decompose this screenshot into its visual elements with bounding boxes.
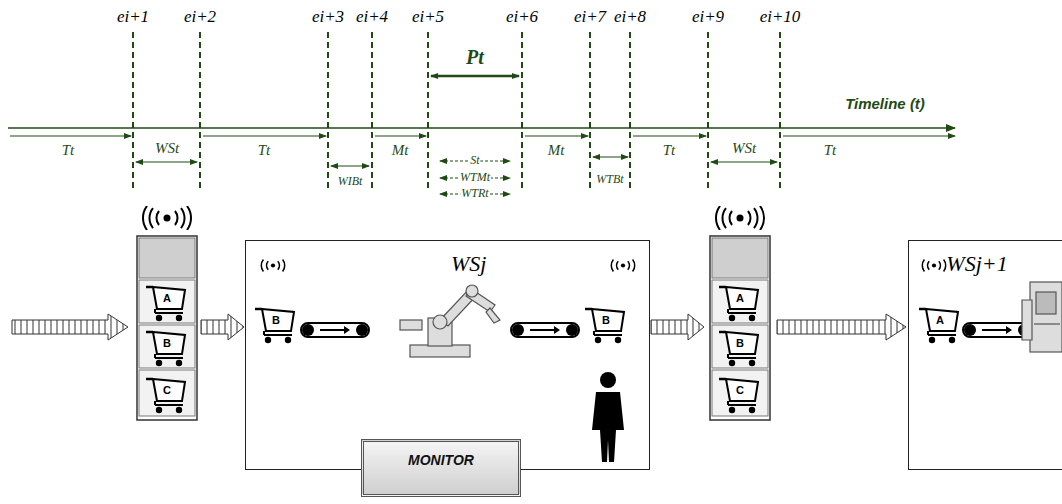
event-label: ei+7 [574,8,606,27]
time-label: Mt [392,142,409,159]
time-label: WTBt [595,173,624,186]
cart-letter: B [602,314,610,326]
workstation-box: WSj+1 [908,240,1062,470]
node-label: WSj+1 [946,251,1007,277]
time-label: WIBt [337,175,364,188]
event-label: ei+3 [312,8,344,27]
cart-letter: C [736,384,744,396]
time-label: WTMt [459,171,491,184]
time-label: Mt [548,142,565,159]
workstation-box: WSjMONITOR [245,240,650,470]
cart-letter: C [163,384,171,396]
time-label: Tt [663,142,676,159]
time-label: Tt [824,142,837,159]
event-label: ei+4 [356,8,388,27]
time-label: WTRt [460,187,489,200]
event-label: ei+10 [760,8,801,27]
node-label: WSj [451,251,486,277]
monitor-box: MONITOR [361,439,521,497]
cart-letter: B [272,314,280,326]
time-label: WSt [732,140,756,157]
node-label: MONITOR [408,452,474,468]
event-label: ei+6 [506,8,538,27]
time-label: Tt [62,142,75,159]
event-label: ei+1 [117,8,149,27]
cart-letter: A [936,314,944,326]
axis-title: Timeline (t) [845,96,925,113]
event-label: ei+2 [184,8,216,27]
event-label: ei+5 [412,8,444,27]
cart-letter: B [163,337,171,349]
time-label: St [469,154,480,167]
cart-letter: A [163,292,171,304]
event-label: ei+9 [692,8,724,27]
cart-letter: A [736,292,744,304]
time-label: Tt [258,142,271,159]
event-label: ei+8 [614,8,646,27]
time-label: WSt [155,140,179,157]
period-label: Pt [466,46,484,68]
cart-letter: B [736,337,744,349]
